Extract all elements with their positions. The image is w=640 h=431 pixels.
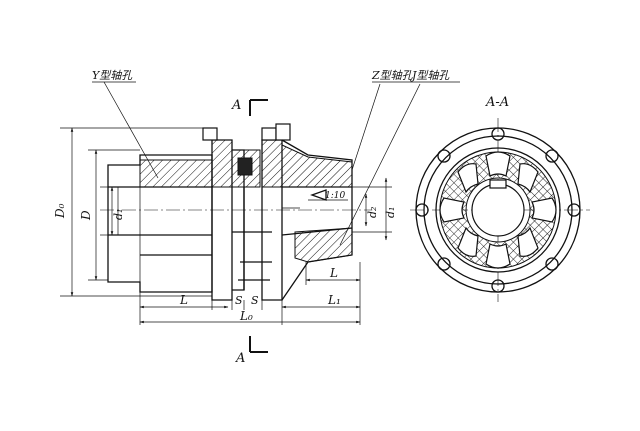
taper-label: 1:10 [325, 191, 345, 201]
dimension-lines-left [60, 127, 212, 297]
y-bore-leader [103, 81, 159, 179]
left-hub [107, 154, 213, 293]
dimension-lines-bottom [139, 262, 361, 325]
dim-L-left: L [179, 293, 188, 307]
j-bore-leader [339, 83, 421, 246]
dim-L-right: L [329, 266, 338, 280]
section-view-a-a [410, 118, 590, 302]
dim-D: D [79, 210, 93, 221]
dim-S-right: S [251, 294, 259, 307]
y-bore-label: Y型轴孔 [92, 69, 133, 82]
jaws [439, 151, 557, 269]
dim-d1-left: d₁ [112, 209, 125, 220]
dim-L1: L₁ [327, 293, 341, 307]
z-bore-leader [351, 83, 381, 171]
section-label-top: A [231, 98, 241, 113]
dim-D0: D₀ [53, 203, 67, 219]
dim-L0: L₀ [239, 309, 253, 323]
z-bore-label: Z型轴孔 [371, 69, 414, 82]
elastic-element [231, 149, 272, 290]
dimension-lines-right [352, 177, 392, 241]
dim-d2: d₂ [366, 207, 379, 218]
section-label-bottom: A [235, 351, 245, 366]
section-view-title: A-A [485, 95, 509, 110]
bolt-holes [415, 127, 581, 293]
right-hub [281, 139, 353, 301]
dim-d1-right: d₁ [384, 207, 397, 218]
section-mark-bottom [249, 336, 268, 353]
dim-S-left: S [235, 294, 243, 307]
j-bore-label: J型轴孔 [410, 69, 450, 82]
section-mark-top [249, 99, 268, 116]
